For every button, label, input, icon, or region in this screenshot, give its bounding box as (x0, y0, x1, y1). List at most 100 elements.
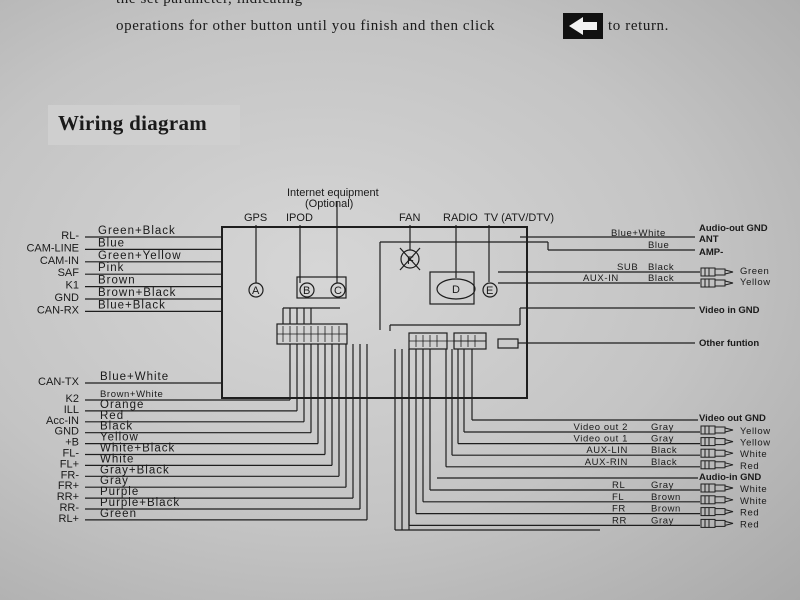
audio-in-channel-label: RR (612, 515, 627, 526)
manual-intro: the set parameter, indicating operations… (0, 0, 800, 60)
video-out-signal-label: AUX-LIN (586, 445, 628, 456)
rca-plug-icon (700, 448, 734, 458)
video-out-color-label: Black (651, 445, 677, 456)
rca-plug-icon (700, 518, 734, 528)
wire-color-label: Pink (98, 262, 124, 274)
intro-tail-text: to return. (608, 18, 669, 34)
wire-color-label: White (100, 453, 134, 465)
plug-color-label: Red (740, 519, 759, 530)
wire-function-label: FR+ (58, 480, 79, 492)
audio-in-gnd-label: Audio-in GND (699, 472, 761, 483)
connector-d-letter: D (452, 284, 460, 296)
wire-function-label: ILL (64, 404, 79, 416)
rca-plug-icon (700, 425, 734, 435)
video-out-signal-label: Video out 2 (574, 422, 629, 433)
wire-function-label: FR- (61, 469, 80, 481)
wire-color-label: White+Black (100, 443, 175, 455)
plug-color-label: Yellow (740, 426, 771, 437)
wire-color-label: Gray+Black (100, 464, 170, 476)
wire-function-label: +B (65, 437, 79, 449)
right-top-block: Blue+White Audio-out GND ANT Blue AMP- S… (583, 223, 771, 349)
aux-in-label: AUX-IN (583, 273, 619, 284)
wire-color-label: Gray (100, 475, 129, 487)
head-unit-box (221, 226, 528, 399)
audio-in-channel-label: FL (612, 492, 624, 503)
video-out-signal-label: Video out 1 (574, 434, 629, 445)
page-title: Wiring diagram (58, 111, 208, 135)
rca-plug-icon (700, 278, 734, 288)
wire-function-label: GND (55, 426, 80, 438)
wire-function-label: FL- (63, 448, 80, 460)
plug-color-label: White (740, 449, 767, 460)
connector-c-letter: C (334, 285, 342, 297)
gps-label: GPS (244, 212, 267, 224)
video-out-gnd-label: Video out GND (699, 413, 766, 424)
sub-label: SUB (617, 262, 638, 273)
plug-color-label: White (740, 484, 767, 495)
wire-function-label: K1 (66, 280, 79, 292)
audio-in-color-label: Brown (651, 492, 681, 503)
blue-white-wire-label: Blue+White (611, 228, 666, 239)
ant-label: ANT (699, 234, 719, 245)
wire-color-label: Red (100, 410, 124, 422)
plug-color-label: Yellow (740, 438, 771, 449)
wire-function-label: CAM-LINE (26, 242, 79, 254)
radio-label: RADIO (443, 212, 478, 224)
plug-color-label: White (740, 496, 767, 507)
wire-function-label: RR- (59, 502, 79, 514)
video-out-color-label: Gray (651, 422, 674, 433)
wire-color-label: Blue+White (100, 371, 169, 383)
video-out-color-label: Gray (651, 434, 674, 445)
wire-function-label: K2 (66, 393, 79, 405)
audio-out-gnd-label: Audio-out GND (699, 223, 768, 234)
wire-function-label: Acc-IN (46, 415, 79, 427)
wire-color-label: Black (100, 421, 133, 433)
wire-color-label: Orange (100, 399, 144, 411)
aux-color-label: Black (648, 273, 674, 284)
other-function-label: Other funtion (699, 338, 759, 349)
wire-function-label: CAM-IN (40, 255, 79, 267)
rca-plug-icon (700, 437, 734, 447)
rca-plug-icon (700, 495, 734, 505)
plug-color-label: Red (740, 508, 759, 519)
wire-function-label: FL+ (60, 458, 79, 470)
intro-top-line: the set parameter, indicating (116, 0, 303, 8)
return-arrow-icon (563, 13, 603, 39)
wire-function-label: CAN-TX (38, 376, 80, 388)
video-in-gnd-label: Video in GND (699, 305, 760, 316)
aux-plug-color: Yellow (740, 277, 771, 288)
wire-color-label: Brown+Black (98, 287, 176, 299)
rca-plug-icon (700, 507, 734, 517)
rca-plug-icon (700, 483, 734, 493)
connector-b-letter: B (303, 285, 310, 297)
audio-in-color-label: Gray (651, 480, 674, 491)
wire-color-label: Green+Yellow (98, 250, 182, 262)
audio-in-channel-label: FR (612, 504, 626, 515)
sub-plug-color: Green (740, 266, 769, 277)
blue-wire-label: Blue (648, 240, 669, 251)
amp-label: AMP- (699, 247, 723, 258)
wire-function-label: CAN-RX (37, 304, 80, 316)
tv-label: TV (ATV/DTV) (484, 212, 554, 224)
wire-color-label: Brown (98, 275, 136, 287)
wire-color-label: Green (100, 508, 137, 520)
audio-in-color-label: Gray (651, 515, 674, 526)
wire-function-label: RL- (61, 230, 79, 242)
heading-background (48, 105, 240, 145)
connector-e-letter: E (486, 285, 493, 297)
connector-a-letter: A (252, 285, 260, 297)
video-out-signal-label: AUX-RIN (585, 457, 628, 468)
intro-text: operations for other button until you fi… (116, 18, 496, 34)
rca-plug-icon (700, 267, 734, 277)
wire-function-label: SAF (58, 267, 80, 279)
ipod-label: IPOD (286, 212, 313, 224)
wire-color-label: Purple (100, 486, 139, 498)
wire-function-label: GND (55, 292, 80, 304)
letter-circles: A B C F D E (248, 255, 498, 298)
connector-f-letter: F (407, 255, 414, 267)
